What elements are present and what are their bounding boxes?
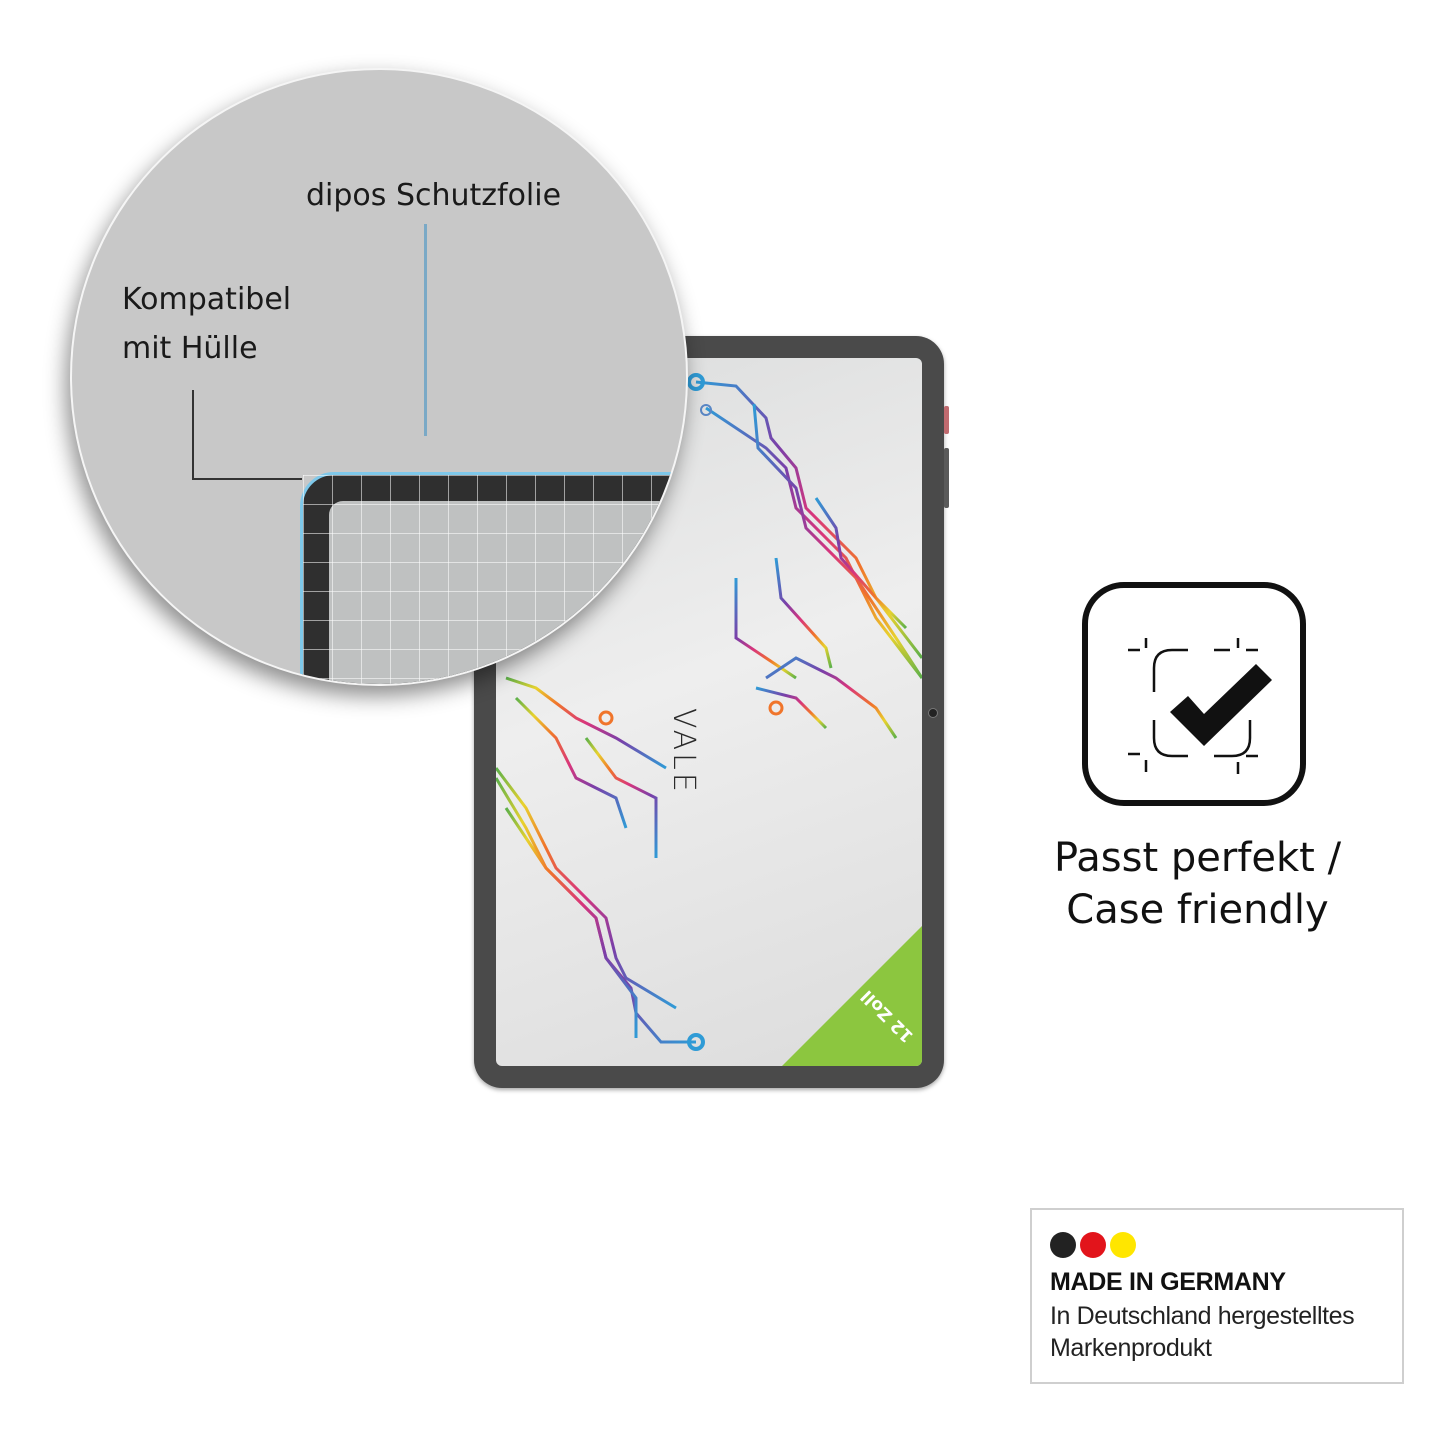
film-grid-overlay	[303, 475, 686, 684]
tablet-camera	[928, 708, 938, 718]
size-ribbon: 12 Zoll	[782, 926, 922, 1066]
film-label: dipos Schutzfolie	[306, 178, 562, 213]
flag-dot-black	[1050, 1232, 1076, 1258]
case-friendly-icon	[1082, 582, 1306, 806]
compat-leader-line-horizontal	[192, 478, 302, 480]
feature-label: Passt perfekt / Case friendly	[1000, 832, 1395, 936]
compat-label-line2: mit Hülle	[122, 331, 258, 366]
compat-leader-line-vertical	[192, 390, 194, 480]
feature-label-line2: Case friendly	[1066, 887, 1329, 933]
size-label: 12 Zoll	[857, 985, 918, 1047]
flag-dots	[1050, 1232, 1136, 1258]
check-in-frame-icon	[1128, 638, 1272, 774]
compat-label-line1: Kompatibel	[122, 282, 292, 317]
made-in-germany-badge: MADE IN GERMANY In Deutschland hergestel…	[1030, 1208, 1404, 1384]
tablet-power-button	[944, 406, 949, 434]
badge-subtitle-line1: In Deutschland hergestelltes	[1050, 1302, 1355, 1330]
brand-logo: VALE	[666, 708, 701, 795]
magnifier-callout: dipos Schutzfolie Kompatibel mit Hülle	[70, 68, 688, 686]
tablet-volume-button	[944, 448, 949, 508]
compat-label: Kompatibel mit Hülle	[122, 275, 291, 373]
film-leader-line	[424, 224, 427, 436]
circuit-graphic	[496, 373, 922, 1051]
badge-subtitle-line2: Markenprodukt	[1050, 1334, 1212, 1362]
magnified-tablet-corner	[300, 472, 686, 684]
feature-label-line1: Passt perfekt /	[1053, 835, 1342, 881]
badge-title: MADE IN GERMANY	[1050, 1268, 1286, 1296]
flag-dot-yellow	[1110, 1232, 1136, 1258]
flag-dot-red	[1080, 1232, 1106, 1258]
